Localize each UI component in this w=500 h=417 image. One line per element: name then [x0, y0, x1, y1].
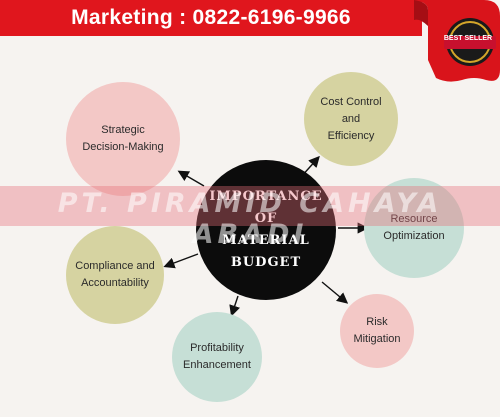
- node-cost-control: Cost Control and Efficiency: [304, 72, 398, 166]
- badge-line-1: BEST: [443, 35, 463, 42]
- marketing-banner: Marketing : 0822-6196-9966: [0, 0, 422, 36]
- node-compliance: Compliance and Accountability: [66, 226, 164, 324]
- node-label: Profitability Enhancement: [183, 342, 251, 371]
- center-circle: IMPORTANCE OF MATERIAL BUDGET: [196, 160, 336, 300]
- arrow-to-risk: [321, 281, 349, 304]
- node-resource-optimization: Resource Optimization: [364, 178, 464, 278]
- arrow-to-compliance: [163, 253, 199, 269]
- badge-line-2: SELLER: [464, 35, 493, 42]
- arrow-to-profitability: [229, 295, 240, 317]
- best-seller-badge: BEST SELLER: [441, 35, 495, 43]
- center-title: IMPORTANCE OF MATERIAL BUDGET: [209, 189, 323, 270]
- banner-text: Marketing : 0822-6196-9966: [71, 6, 351, 29]
- watermark-text: PT. PIRAMID CAHAYA ABADI: [57, 188, 443, 250]
- node-profitability: Profitability Enhancement: [172, 312, 262, 402]
- node-label: Compliance and Accountability: [75, 260, 155, 289]
- node-label: Strategic Decision-Making: [82, 124, 164, 153]
- node-risk-mitigation: Risk Mitigation: [340, 294, 414, 368]
- arrow-to-strategic: [177, 170, 205, 187]
- ribbon-icon: [414, 0, 500, 82]
- node-label: Risk Mitigation: [353, 316, 401, 345]
- watermark-band: [0, 186, 500, 226]
- node-label: Cost Control and Efficiency: [320, 95, 382, 142]
- node-label: Resource Optimization: [383, 213, 445, 242]
- node-strategic-decision-making: Strategic Decision-Making: [66, 82, 180, 196]
